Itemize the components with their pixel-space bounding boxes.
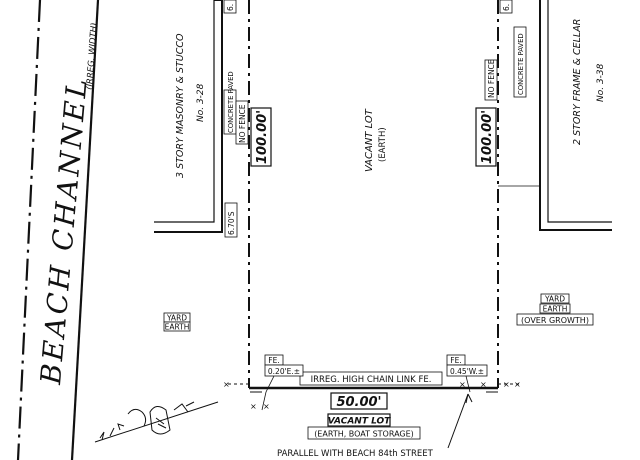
svg-text:(OVER GROWTH): (OVER GROWTH) xyxy=(521,316,589,325)
right-building-number: No. 3-38 xyxy=(596,63,606,102)
svg-text:6.: 6. xyxy=(502,4,511,11)
parallel-leader xyxy=(447,393,473,449)
svg-text:FE.: FE. xyxy=(450,356,461,365)
svg-text:FE.: FE. xyxy=(268,356,279,365)
left-offset-tag: 6.70'S xyxy=(224,202,238,238)
svg-text:VACANT LOT: VACANT LOT xyxy=(328,417,391,427)
svg-text:NO FENCE: NO FENCE xyxy=(487,59,496,98)
lot-boundary xyxy=(248,0,499,390)
parallel-note: PARALLEL WITH BEACH 84th STREET xyxy=(277,449,434,459)
svg-text:×: × xyxy=(459,380,466,389)
left-building-number: No. 3-28 xyxy=(196,83,206,122)
fence-line xyxy=(228,383,522,393)
fe-left-tag: FE. 0.20'E.± xyxy=(264,354,304,377)
frontage-dimension: 50.00' xyxy=(330,392,388,410)
left-fence-tag: NO FENCE xyxy=(235,100,249,145)
left-building-outline xyxy=(154,0,223,233)
svg-text:50.00': 50.00' xyxy=(336,395,381,410)
svg-text:EARTH: EARTH xyxy=(165,323,190,332)
channel-edge-solid xyxy=(70,0,100,460)
channel-width-note: (IRREG. WIDTH) xyxy=(85,22,100,90)
fence-x-marks: × × × × × × × xyxy=(223,380,521,411)
svg-text:YARD: YARD xyxy=(544,295,565,304)
svg-text:NO FENCE: NO FENCE xyxy=(238,104,247,143)
right-yard-tag: YARD EARTH (OVER GROWTH) xyxy=(516,293,594,326)
left-paving-tag: CONCRETE PAVED xyxy=(223,71,237,135)
svg-text:CONCRETE PAVED: CONCRETE PAVED xyxy=(517,33,525,95)
channel-edge-dashed xyxy=(16,0,42,460)
svg-text:×: × xyxy=(503,380,510,389)
svg-text:×: × xyxy=(223,380,230,389)
svg-text:YARD: YARD xyxy=(166,314,187,323)
channel-edges xyxy=(16,0,100,460)
right-building-outline xyxy=(498,0,612,231)
svg-text:IRREG. HIGH CHAIN LINK FE.: IRREG. HIGH CHAIN LINK FE. xyxy=(311,375,432,385)
left-top-tag: 6. xyxy=(223,0,237,14)
south-lot-surface: (EARTH, BOAT STORAGE) xyxy=(307,426,421,440)
svg-text:×: × xyxy=(250,402,257,411)
svg-text:×: × xyxy=(480,380,487,389)
svg-text:(EARTH, BOAT STORAGE): (EARTH, BOAT STORAGE) xyxy=(314,430,414,439)
lot-dim-right: 100.00' xyxy=(475,107,497,167)
right-paving-tag: CONCRETE PAVED xyxy=(513,26,527,98)
south-lot-label: VACANT LOT xyxy=(327,413,391,427)
svg-text:×: × xyxy=(263,402,270,411)
right-fence-tag: NO FENCE xyxy=(484,59,498,101)
fence-label-box: IRREG. HIGH CHAIN LINK FE. xyxy=(299,371,443,386)
svg-text:0.45'W.±: 0.45'W.± xyxy=(450,367,484,376)
fe-right-tag: FE. 0.45'W.± xyxy=(446,354,488,377)
left-building-description: 3 STORY MASONRY & STUCCO xyxy=(175,33,186,178)
right-building-description: 2 STORY FRAME & CELLAR xyxy=(572,19,583,145)
svg-text:100.00': 100.00' xyxy=(255,110,270,164)
left-yard-tag: YARD EARTH xyxy=(163,312,191,332)
svg-text:6.70'S: 6.70'S xyxy=(227,211,236,235)
svg-text:100.00': 100.00' xyxy=(480,110,495,164)
fe-leaders xyxy=(261,375,471,411)
svg-text:EARTH: EARTH xyxy=(543,305,568,314)
lot-surface: (EARTH) xyxy=(378,127,388,162)
svg-text:6.: 6. xyxy=(226,4,235,11)
svg-text:×: × xyxy=(514,380,521,389)
lot-label: VACANT LOT xyxy=(364,108,375,172)
shoreline-sketch xyxy=(94,401,219,443)
svg-text:CONCRETE PAVED: CONCRETE PAVED xyxy=(227,71,235,133)
svg-text:0.20'E.±: 0.20'E.± xyxy=(268,367,300,376)
lot-dim-left: 100.00' xyxy=(250,107,272,167)
right-top-tag: 6. xyxy=(499,0,513,14)
